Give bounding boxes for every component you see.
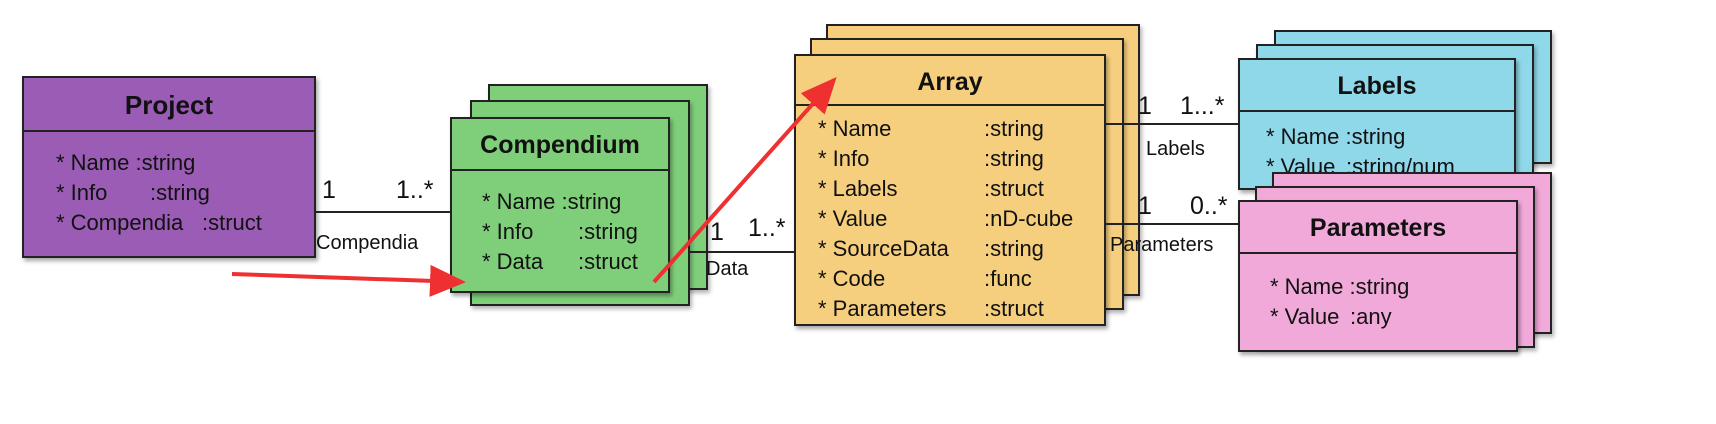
parameters-attribute: * Value:any xyxy=(1270,304,1392,329)
compendium-class-title: Compendium xyxy=(480,131,640,159)
array-attribute: * Labels:struct xyxy=(818,176,1044,201)
array-class-title: Array xyxy=(917,68,983,96)
project-class-box: Project * Name :string * Info:string * C… xyxy=(22,76,316,258)
parameters-class-divider xyxy=(1240,252,1516,254)
project-attribute: * Name :string xyxy=(56,150,196,175)
project-attribute: * Compendia:struct xyxy=(56,210,262,235)
project-attribute: * Info:string xyxy=(56,180,210,205)
labels-attribute: * Name :string xyxy=(1266,124,1406,149)
multiplicity-label: 1 xyxy=(1138,192,1152,220)
array-attribute: * SourceData:string xyxy=(818,236,1044,261)
role-label: Labels xyxy=(1146,138,1205,160)
parameters-class-title: Parameters xyxy=(1309,214,1447,242)
multiplicity-label: 0..* xyxy=(1190,192,1228,220)
role-label: Compendia xyxy=(316,232,419,254)
multiplicity-label: 1 xyxy=(710,218,724,246)
compendium-class-divider xyxy=(452,169,668,171)
project-attribute-list: * Name :string * Info:string * Compendia… xyxy=(56,148,262,238)
multiplicity-label: 1 xyxy=(322,176,336,204)
multiplicity-label: 1..* xyxy=(396,176,434,204)
multiplicity-label: 1..* xyxy=(748,214,786,242)
parameters-class-box: Parameters * Name :string * Value:any xyxy=(1238,200,1518,352)
multiplicity-label: 1...* xyxy=(1180,92,1225,120)
labels-class-divider xyxy=(1240,110,1514,112)
multiplicity-label: 1 xyxy=(1138,92,1152,120)
array-class-divider xyxy=(796,104,1104,106)
compendium-attribute: * Data:struct xyxy=(482,249,638,274)
array-attribute: * Info:string xyxy=(818,146,1044,171)
labels-class-title: Labels xyxy=(1337,72,1417,100)
array-attribute-list: * Name:string * Info:string * Labels:str… xyxy=(818,114,1073,324)
compendium-attribute: * Name :string xyxy=(482,189,622,214)
project-class-title: Project xyxy=(124,90,214,120)
compendium-attribute-list: * Name :string * Info:string * Data:stru… xyxy=(482,187,638,277)
role-label: Parameters xyxy=(1110,234,1214,256)
parameters-attribute: * Name :string xyxy=(1270,274,1410,299)
array-attribute: * Name:string xyxy=(818,116,1044,141)
red-arrow-to-compendium xyxy=(231,264,466,297)
red-arrow-to-array xyxy=(652,77,837,284)
array-attribute: * Parameters:struct xyxy=(818,296,1044,321)
project-class-divider xyxy=(24,130,314,132)
array-class-box: Array * Name:string * Info:string * Labe… xyxy=(794,54,1106,326)
parameters-attribute-list: * Name :string * Value:any xyxy=(1270,272,1409,332)
role-label: Data xyxy=(706,258,749,280)
compendium-attribute: * Info:string xyxy=(482,219,638,244)
array-attribute: * Value:nD-cube xyxy=(818,206,1074,231)
array-attribute: * Code:func xyxy=(818,266,1032,291)
compendium-class-box: Compendium * Name :string * Info:string … xyxy=(450,117,670,293)
